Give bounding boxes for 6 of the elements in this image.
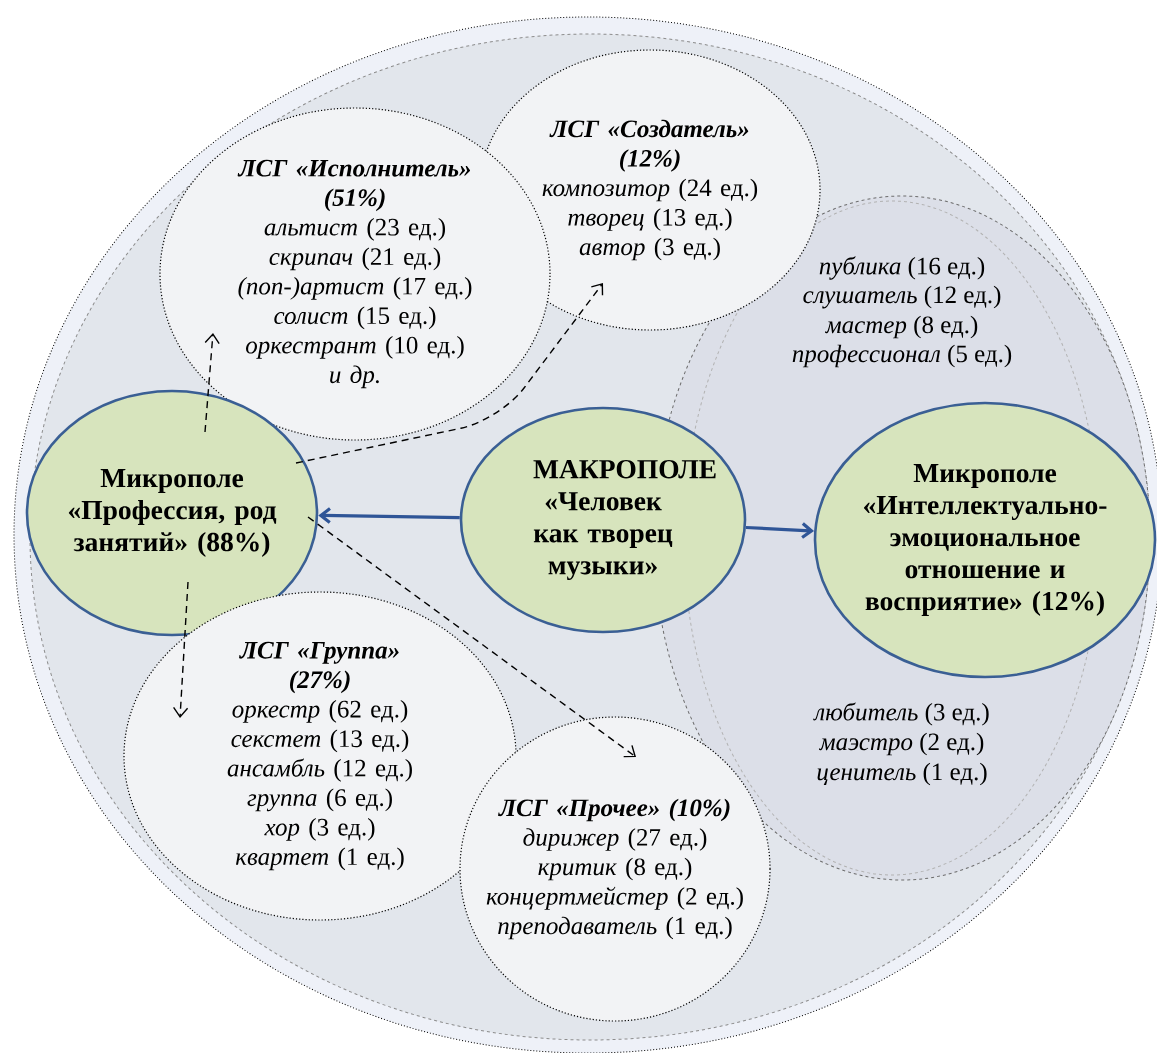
arrow xyxy=(318,507,460,524)
arrow xyxy=(204,333,220,433)
arrow xyxy=(307,516,636,758)
arrow xyxy=(172,581,189,718)
arrow xyxy=(745,522,815,539)
arrow xyxy=(295,283,604,464)
